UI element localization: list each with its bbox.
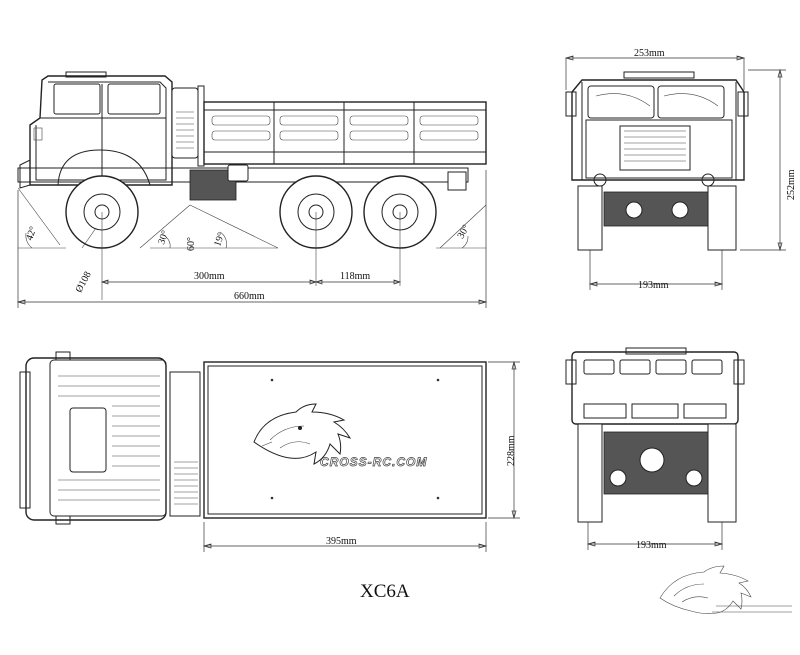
top-view: CROSS-RC.COM 395mm 228mm (19, 351, 520, 552)
departure-angle-label: 30° (456, 223, 473, 241)
side-view: 42° 30° 60° 19° 30° Ø108 300mm 118mm 660… (16, 71, 488, 308)
total-length-label: 660mm (234, 291, 265, 302)
wheelbase-front-label: 300mm (194, 271, 225, 282)
wolf-logo-icon (253, 403, 352, 465)
height-label: 252mm (786, 169, 797, 200)
rear-view: 193mm (565, 347, 745, 551)
approach-angle-label: 42° (24, 225, 39, 242)
rear-track-label: 193mm (636, 540, 667, 551)
rear-breakover-angle-label: 19° (212, 231, 227, 248)
wheelbase-rear-label: 118mm (340, 271, 370, 282)
brand-text: CROSS-RC.COM (320, 455, 427, 469)
top-width-label: 253mm (634, 48, 665, 59)
bed-width-label: 228mm (506, 435, 517, 466)
mid-breakover-angle-label: 60° (186, 237, 197, 251)
drawing-title: XC6A (360, 581, 410, 602)
front-breakover-angle-label: 30° (156, 229, 171, 246)
front-view: 253mm 252mm 193mm (564, 48, 797, 291)
front-track-label: 193mm (638, 280, 669, 291)
bed-length-label: 395mm (326, 536, 357, 547)
tire-diameter-label: Ø108 (74, 270, 94, 295)
corner-wolf-logo-icon (659, 565, 792, 614)
